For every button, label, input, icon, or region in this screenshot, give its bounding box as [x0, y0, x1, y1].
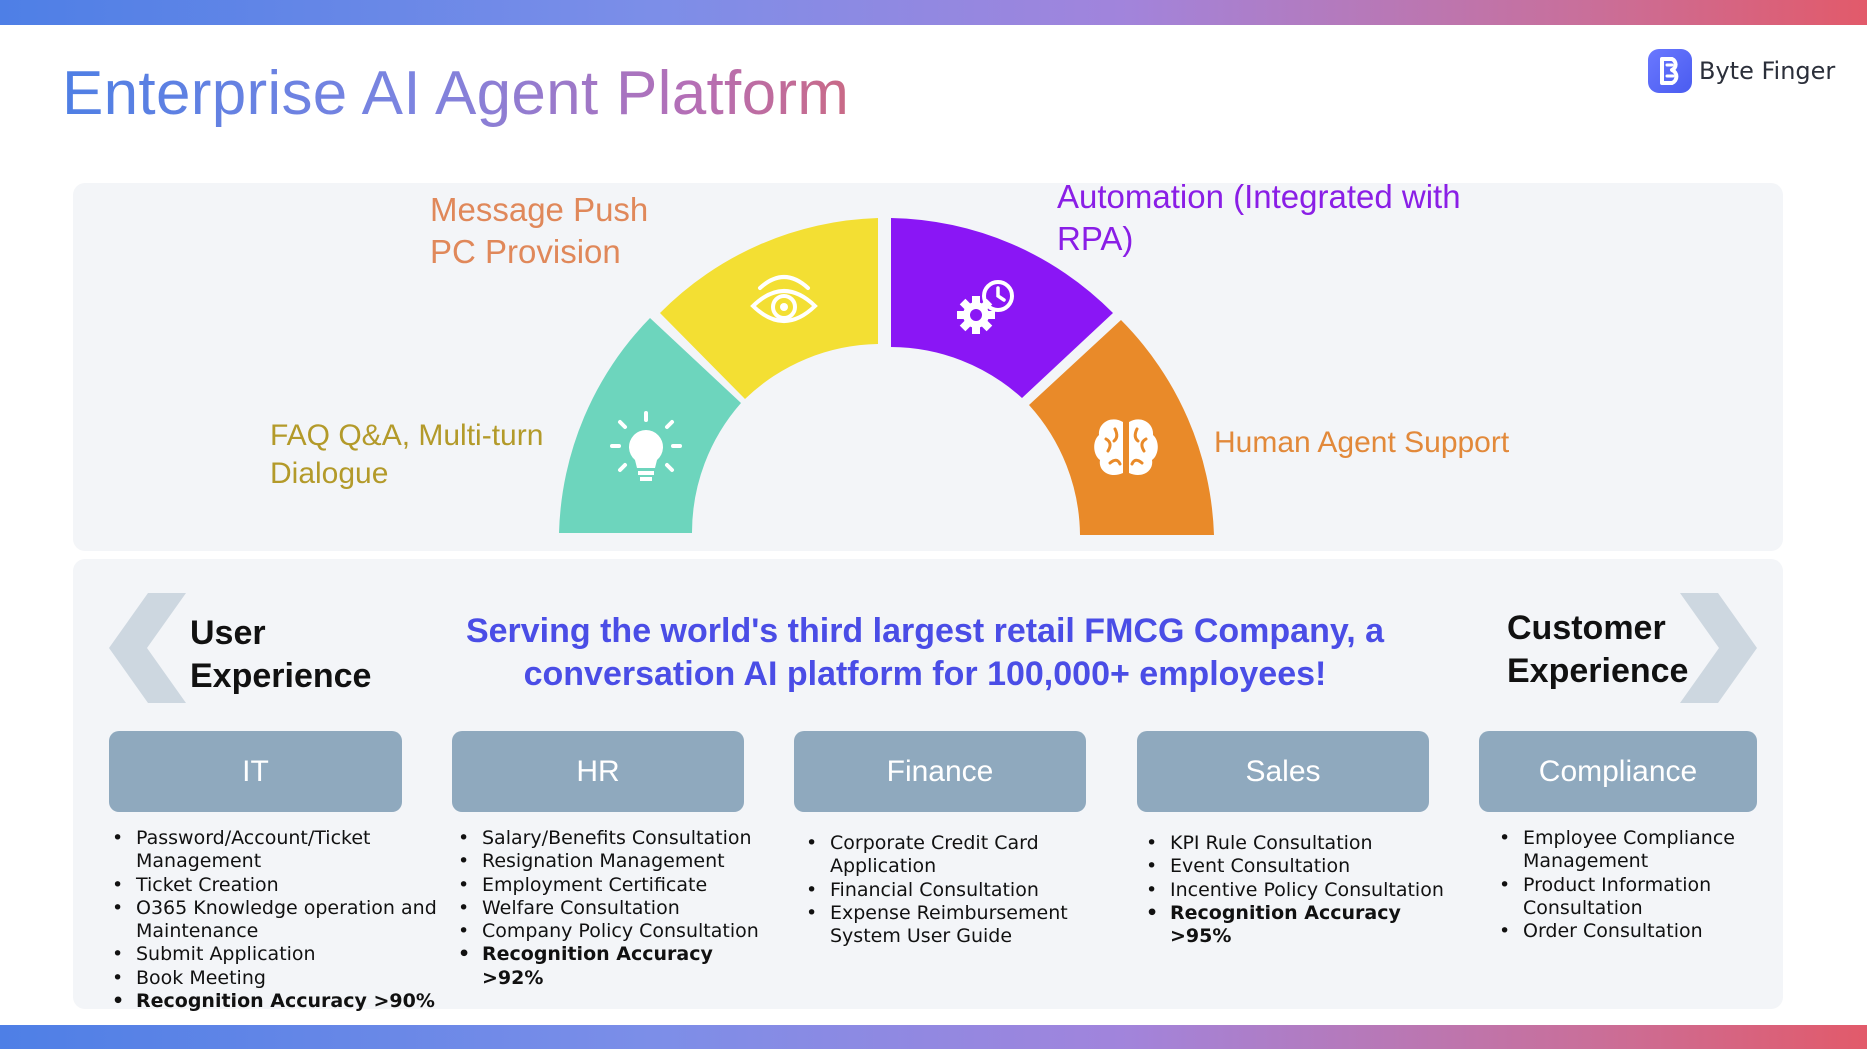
list-item: Salary/Benefits Consultation — [456, 827, 776, 851]
list-item: Book Meeting — [110, 967, 450, 991]
list-item: O365 Knowledge operation and Maintenance — [110, 897, 450, 944]
dept-hr-header: HR — [452, 731, 744, 812]
bottom-gradient-bar — [0, 1025, 1867, 1049]
list-item: Employee Compliance Management — [1497, 827, 1757, 874]
dept-sales-header: Sales — [1137, 731, 1429, 812]
eye-icon — [750, 275, 818, 323]
accuracy-item: Recognition Accuracy >90% — [110, 990, 450, 1014]
list-item: KPI Rule Consultation — [1144, 832, 1454, 856]
list-item: Welfare Consultation — [456, 897, 776, 921]
list-item: Employment Certificate — [456, 874, 776, 898]
top-gradient-bar — [0, 0, 1867, 25]
dept-it-list: Password/Account/Ticket Management Ticke… — [110, 827, 450, 1014]
list-item: Password/Account/Ticket Management — [110, 827, 450, 874]
automation-label: Automation (Integrated with RPA) — [1057, 178, 1461, 257]
faq-segment — [559, 318, 741, 533]
dept-hr-list: Salary/Benefits Consultation Resignation… — [456, 827, 776, 990]
accuracy-item: Recognition Accuracy >95% — [1144, 902, 1454, 949]
byte-finger-logo-icon — [1648, 49, 1692, 93]
brand-logo: Byte Finger — [1648, 49, 1835, 93]
brain-icon — [1094, 419, 1158, 476]
dept-compliance-header: Compliance — [1479, 731, 1757, 812]
list-item: Resignation Management — [456, 850, 776, 874]
list-item: Corporate Credit Card Application — [804, 832, 1094, 879]
list-item: Product Information Consultation — [1497, 874, 1757, 921]
list-item: Expense Reimbursement System User Guide — [804, 902, 1094, 949]
list-item: Incentive Policy Consultation — [1144, 879, 1454, 903]
customer-experience-title: Customer Experience — [1507, 609, 1689, 690]
list-item: Order Consultation — [1497, 920, 1757, 944]
list-item: Submit Application — [110, 943, 450, 967]
list-item: Ticket Creation — [110, 874, 450, 898]
dept-finance-list: Corporate Credit Card Application Financ… — [804, 832, 1094, 948]
list-item: Financial Consultation — [804, 879, 1094, 903]
human-agent-label: Human Agent Support — [1214, 426, 1510, 459]
page-title: Enterprise AI Agent Platform — [62, 59, 850, 128]
chevron-right-icon — [1680, 593, 1757, 703]
list-item: Event Consultation — [1144, 855, 1454, 879]
message-push-segment — [660, 218, 878, 399]
dept-finance-header: Finance — [794, 731, 1086, 812]
faq-label: FAQ Q&A, Multi-turn Dialogue — [270, 419, 544, 491]
accuracy-item: Recognition Accuracy >92% — [456, 943, 776, 990]
user-experience-title: User Experience — [190, 614, 372, 695]
lightbulb-icon — [610, 411, 682, 481]
dept-sales-list: KPI Rule Consultation Event Consultation… — [1144, 832, 1454, 948]
dept-it-header: IT — [109, 731, 402, 812]
list-item: Company Policy Consultation — [456, 920, 776, 944]
message-push-label: Message Push PC Provision — [430, 191, 649, 270]
dept-compliance-list: Employee Compliance Management Product I… — [1497, 827, 1757, 944]
logo-text: Byte Finger — [1699, 57, 1836, 85]
chevron-left-icon — [109, 593, 186, 703]
headline: Serving the world's third largest retail… — [465, 612, 1385, 693]
